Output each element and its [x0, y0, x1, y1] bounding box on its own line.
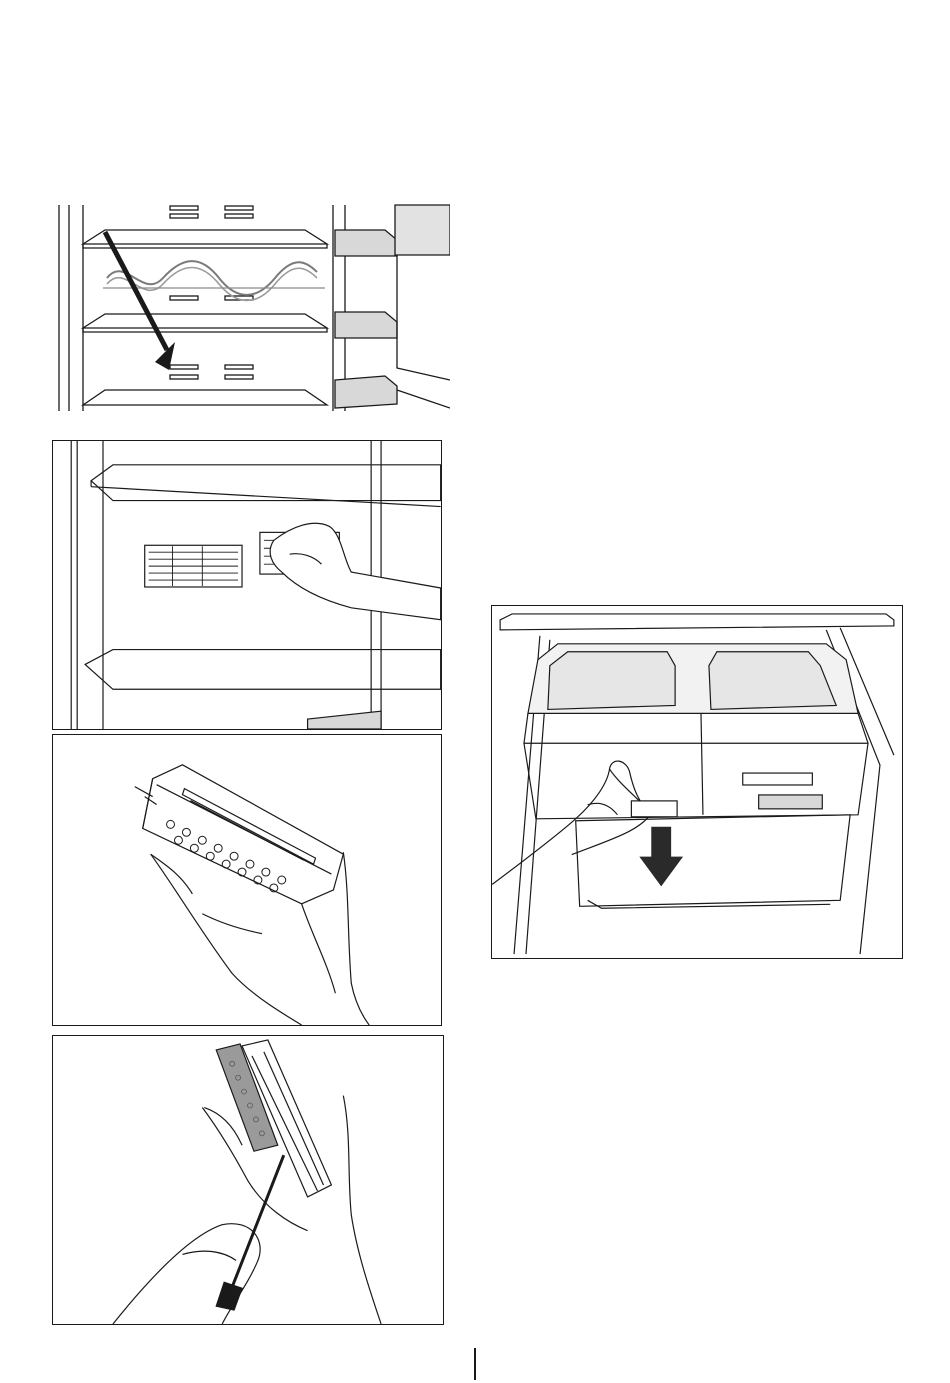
shelf-arrow-illustration-icon [55, 200, 450, 413]
illustration-filter-replace [52, 1035, 444, 1325]
hand-filter-illustration-icon [53, 441, 441, 729]
filter-holder-illustration-icon [53, 735, 441, 1025]
drawer-pull-illustration-icon [492, 606, 902, 958]
illustration-filter-removal [52, 440, 442, 730]
filter-tool-illustration-icon [53, 1036, 443, 1324]
page-number-rule [474, 1348, 476, 1380]
illustration-drawer-removal [491, 605, 903, 959]
illustration-shelf-arrow [55, 200, 450, 413]
illustration-filter-holder [52, 734, 442, 1026]
